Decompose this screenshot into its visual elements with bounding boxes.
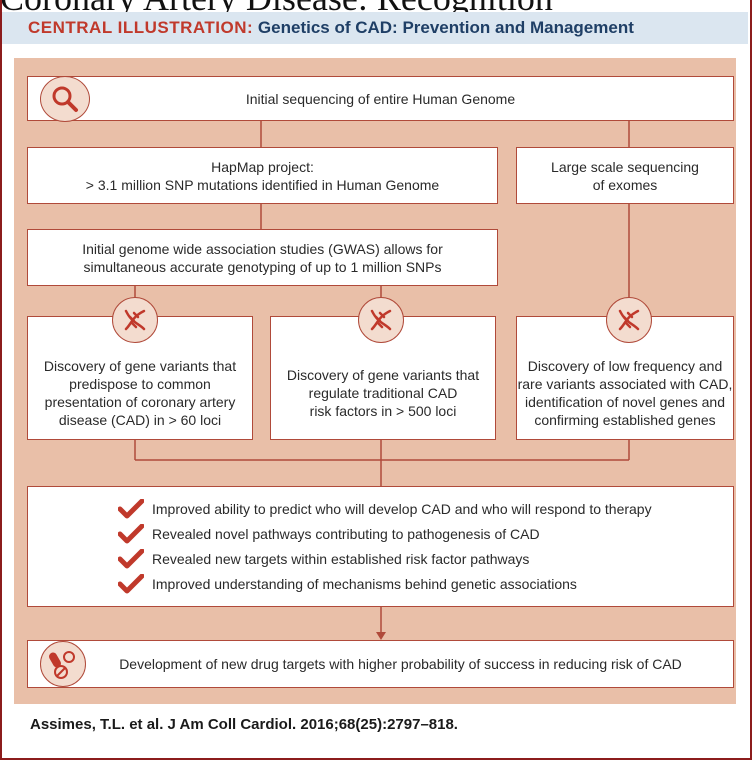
dna-icon [358, 297, 404, 343]
outcome-item: Revealed novel pathways contributing to … [118, 523, 540, 545]
exome-text: Large scale sequencing of exomes [551, 158, 699, 193]
outcome-text: Revealed novel pathways contributing to … [152, 526, 540, 542]
checkmark-icon [118, 524, 144, 544]
discovery-rare-variant-text: Discovery of low frequency and rare vari… [517, 358, 733, 428]
header-lead: CENTRAL ILLUSTRATION: [28, 18, 254, 37]
outcomes-box [27, 486, 734, 607]
gwas-box: Initial genome wide association studies … [27, 229, 498, 286]
discovery-risk-factor-text: Discovery of gene variants that regulate… [286, 367, 480, 419]
outcome-text: Improved understanding of mechanisms beh… [152, 576, 577, 592]
genome-sequencing-text: Initial sequencing of entire Human Genom… [245, 90, 516, 107]
outcome-item: Improved ability to predict who will dev… [118, 498, 652, 520]
outcome-item: Improved understanding of mechanisms beh… [118, 573, 577, 595]
outcome-text: Improved ability to predict who will dev… [152, 501, 652, 517]
gwas-text: Initial genome wide association studies … [82, 240, 443, 275]
hapmap-box: HapMap project: > 3.1 million SNP mutati… [27, 147, 498, 204]
dna-icon [112, 297, 158, 343]
magnifier-icon [40, 76, 90, 122]
header-text: CENTRAL ILLUSTRATION: Genetics of CAD: P… [28, 18, 634, 38]
hapmap-text: HapMap project: > 3.1 million SNP mutati… [85, 158, 440, 193]
drug-targets-text: Development of new drug targets with hig… [119, 656, 682, 672]
outcome-item: Revealed new targets within established … [118, 548, 529, 570]
drug-targets-box: Development of new drug targets with hig… [27, 640, 734, 688]
pills-icon [40, 641, 86, 687]
checkmark-icon [118, 574, 144, 594]
exome-box: Large scale sequencing of exomes [516, 147, 734, 204]
header-title: Genetics of CAD: Prevention and Manageme… [257, 18, 634, 37]
figure-header: CENTRAL ILLUSTRATION: Genetics of CAD: P… [2, 12, 748, 44]
discovery-common-cad-text: Discovery of gene variants that predispo… [43, 358, 237, 428]
outcome-text: Revealed new targets within established … [152, 551, 530, 567]
genome-sequencing-box: Initial sequencing of entire Human Genom… [27, 76, 734, 121]
checkmark-icon [118, 549, 144, 569]
checkmark-icon [118, 499, 144, 519]
citation: Assimes, T.L. et al. J Am Coll Cardiol. … [30, 716, 458, 733]
dna-icon [606, 297, 652, 343]
